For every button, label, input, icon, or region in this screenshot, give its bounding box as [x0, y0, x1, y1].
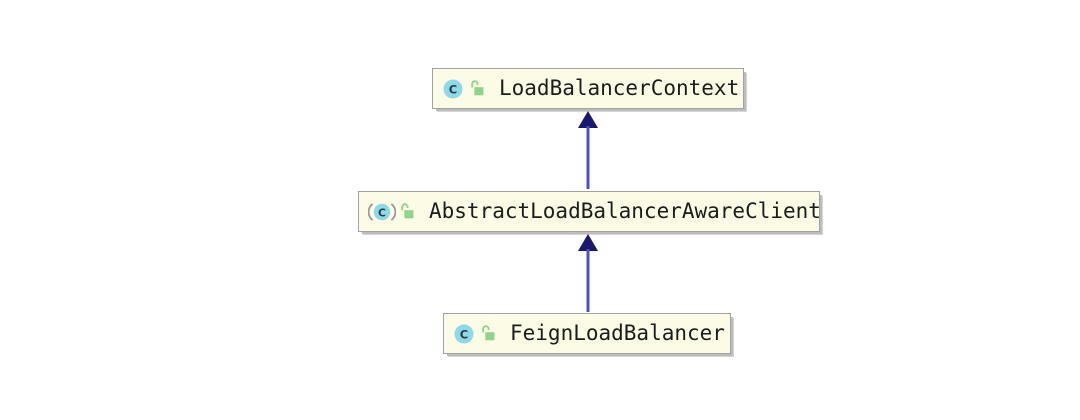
class-name-label: LoadBalancerContext — [499, 75, 740, 100]
abstract-class-icon: C — [368, 201, 396, 223]
arrowhead-triangle — [578, 111, 598, 128]
generalization-arrow-to-abstract-load-balancer-aware-client — [568, 234, 608, 312]
class-name-label: AbstractLoadBalancerAwareClient — [429, 198, 821, 223]
class-box-feign-load-balancer[interactable]: C FeignLoadBalancer — [443, 313, 731, 354]
arrowhead-triangle — [578, 234, 598, 251]
svg-text:C: C — [449, 82, 457, 96]
open-padlock-icon — [480, 325, 496, 342]
class-box-icons: C — [453, 323, 496, 345]
connector-line — [586, 249, 590, 312]
class-icon: C — [453, 323, 475, 345]
open-padlock-icon — [399, 203, 415, 220]
class-name-label: FeignLoadBalancer — [510, 320, 725, 345]
class-box-icons: C — [442, 78, 485, 100]
generalization-arrow-to-load-balancer-context — [568, 111, 608, 189]
svg-text:C: C — [460, 327, 468, 341]
class-icon: C — [442, 78, 464, 100]
class-box-abstract-load-balancer-aware-client[interactable]: C AbstractLoadBalancerAwareClient — [358, 191, 821, 232]
open-padlock-icon — [469, 80, 485, 97]
connector-line — [586, 126, 590, 189]
svg-text:C: C — [378, 206, 386, 219]
class-box-load-balancer-context[interactable]: C LoadBalancerContext — [432, 68, 744, 109]
class-box-icons: C — [368, 201, 415, 223]
